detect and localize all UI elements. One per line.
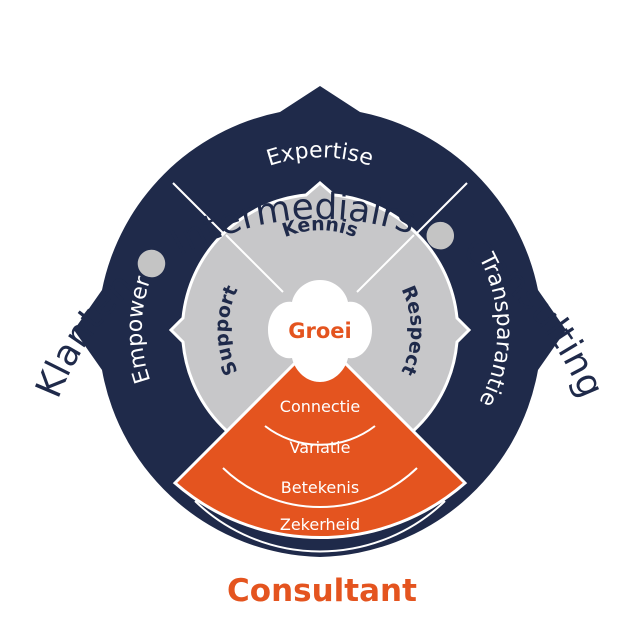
band-label-betekenis: Betekenis: [281, 478, 359, 497]
band-line-2: [222, 467, 418, 509]
divider-inner-right: [356, 234, 415, 293]
band-label-zekerheid: Zekerheid: [280, 515, 360, 534]
outer-item-techpartners: Techpartners: [0, 0, 15, 9]
core-label: Groei: [288, 319, 351, 343]
band-line-1: [264, 425, 376, 446]
divider-top-right: [411, 182, 468, 239]
bottom-label-consultant: Consultant: [227, 573, 417, 609]
core-shape: [268, 280, 372, 382]
band-label-connectie: Connectie: [280, 397, 360, 416]
separator-dot-3: ●: [0, 0, 16, 9]
divider-inner-left: [225, 234, 284, 293]
band-label-variatie: Variatie: [290, 438, 351, 457]
band-line-3: [194, 500, 446, 553]
divider-top-left: [172, 182, 229, 239]
